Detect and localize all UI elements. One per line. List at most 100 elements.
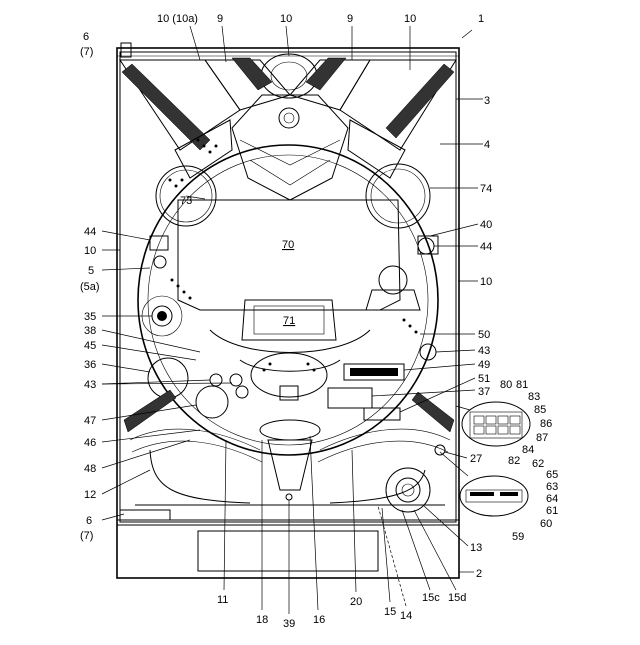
leader-49: [404, 364, 475, 370]
nail-dot: [215, 145, 218, 148]
leader-13: [424, 506, 468, 546]
leader-14: [378, 506, 406, 606]
label-20: 20: [350, 596, 362, 608]
lower-right-shelf: [330, 470, 425, 503]
label-2: 2: [476, 568, 482, 580]
label-84: 84: [522, 444, 534, 456]
inset-cell: [486, 426, 496, 434]
label-14: 14: [400, 610, 412, 622]
lower-left-band: [124, 390, 176, 432]
leader-48: [102, 440, 190, 468]
label-13: 13: [470, 542, 482, 554]
nail-dot: [175, 185, 178, 188]
label-9-left: 9: [217, 13, 223, 25]
lower-right-band: [412, 392, 454, 432]
label-51: 51: [478, 373, 490, 385]
label-62: 62: [532, 458, 544, 470]
top-center-lamp: [261, 54, 317, 98]
left-lamp-43b: [230, 374, 242, 386]
label-87: 87: [536, 432, 548, 444]
inset-cell: [474, 416, 484, 424]
left-diagonal-band: [122, 64, 210, 150]
top-decoration: [120, 54, 456, 200]
label-7-top: (7): [80, 46, 93, 58]
top-hinge: [121, 43, 131, 57]
bottom-hinge: [120, 510, 170, 520]
label-9-right: 9: [347, 13, 353, 25]
character-chin: [250, 160, 330, 185]
label-61: 61: [546, 505, 558, 517]
nail-dot: [263, 369, 266, 372]
label-86: 86: [540, 418, 552, 430]
label-50: 50: [478, 329, 490, 341]
label-6-bot: 6: [86, 515, 92, 527]
center-stage: [210, 330, 370, 353]
label-5a: (5a): [80, 281, 100, 293]
label-73: 73: [180, 195, 192, 207]
lower-funnel: [268, 440, 312, 490]
character-emblem-inner: [284, 113, 294, 123]
leader-inset-low: [440, 452, 468, 476]
label-43-left: 43: [84, 379, 96, 391]
left-spiral-core: [157, 311, 167, 321]
label-80: 80: [500, 379, 512, 391]
label-10-topr: 10: [404, 13, 416, 25]
label-64: 64: [546, 493, 558, 505]
label-48: 48: [84, 463, 96, 475]
lower-left-shelf: [150, 450, 250, 503]
label-38: 38: [84, 325, 96, 337]
out-hole: [286, 494, 292, 500]
label-7-bot: (7): [80, 530, 93, 542]
nail-dot: [307, 363, 310, 366]
nail-dot: [313, 369, 316, 372]
label-44-left: 44: [84, 226, 96, 238]
label-47: 47: [84, 415, 96, 427]
label-60: 60: [540, 518, 552, 530]
reference-labels: 1 3 4 6 (7) 10 (10a) 9 10 9 10 73 74 40 …: [80, 13, 558, 630]
label-37: 37: [478, 386, 490, 398]
nail-dot: [181, 179, 184, 182]
label-10-left: 10: [84, 245, 96, 257]
label-49: 49: [478, 359, 490, 371]
label-6-top: 6: [83, 31, 89, 43]
label-4: 4: [484, 139, 490, 151]
inset-cell: [510, 416, 520, 424]
label-85: 85: [534, 404, 546, 416]
center-character-head: [232, 95, 348, 200]
label-46: 46: [84, 437, 96, 449]
character-emblem: [279, 108, 299, 128]
nail-dot: [197, 139, 200, 142]
label-63: 63: [546, 481, 558, 493]
left-round-part: [154, 256, 166, 268]
inset-upper: [462, 402, 530, 446]
nail-dot: [169, 179, 172, 182]
inset-lower-bar: [500, 492, 518, 496]
label-70: 70: [282, 239, 294, 251]
wave-line: [132, 441, 262, 462]
label-16: 16: [313, 614, 325, 626]
nail-dot: [409, 325, 412, 328]
right-star-base: [366, 290, 420, 310]
label-10-10a: 10 (10a): [157, 13, 198, 25]
label-83: 83: [528, 391, 540, 403]
label-5: 5: [88, 265, 94, 277]
inset-cell: [486, 416, 496, 424]
label-11: 11: [217, 594, 228, 606]
label-27: 27: [470, 453, 482, 465]
label-39: 39: [283, 618, 295, 630]
label-65: 65: [546, 469, 558, 481]
display-area: [178, 200, 400, 310]
nail-dot: [415, 331, 418, 334]
label-15c: 15c: [422, 592, 440, 604]
inset-cell: [498, 426, 508, 434]
lower-plate: [117, 525, 459, 578]
component-37: [328, 388, 372, 408]
leader-6b: [102, 514, 124, 520]
inset-cell: [474, 426, 484, 434]
leader-1: [462, 30, 472, 38]
leader-9l: [222, 26, 226, 62]
wave-line: [318, 441, 448, 462]
label-36: 36: [84, 359, 96, 371]
nail-dot: [209, 151, 212, 154]
